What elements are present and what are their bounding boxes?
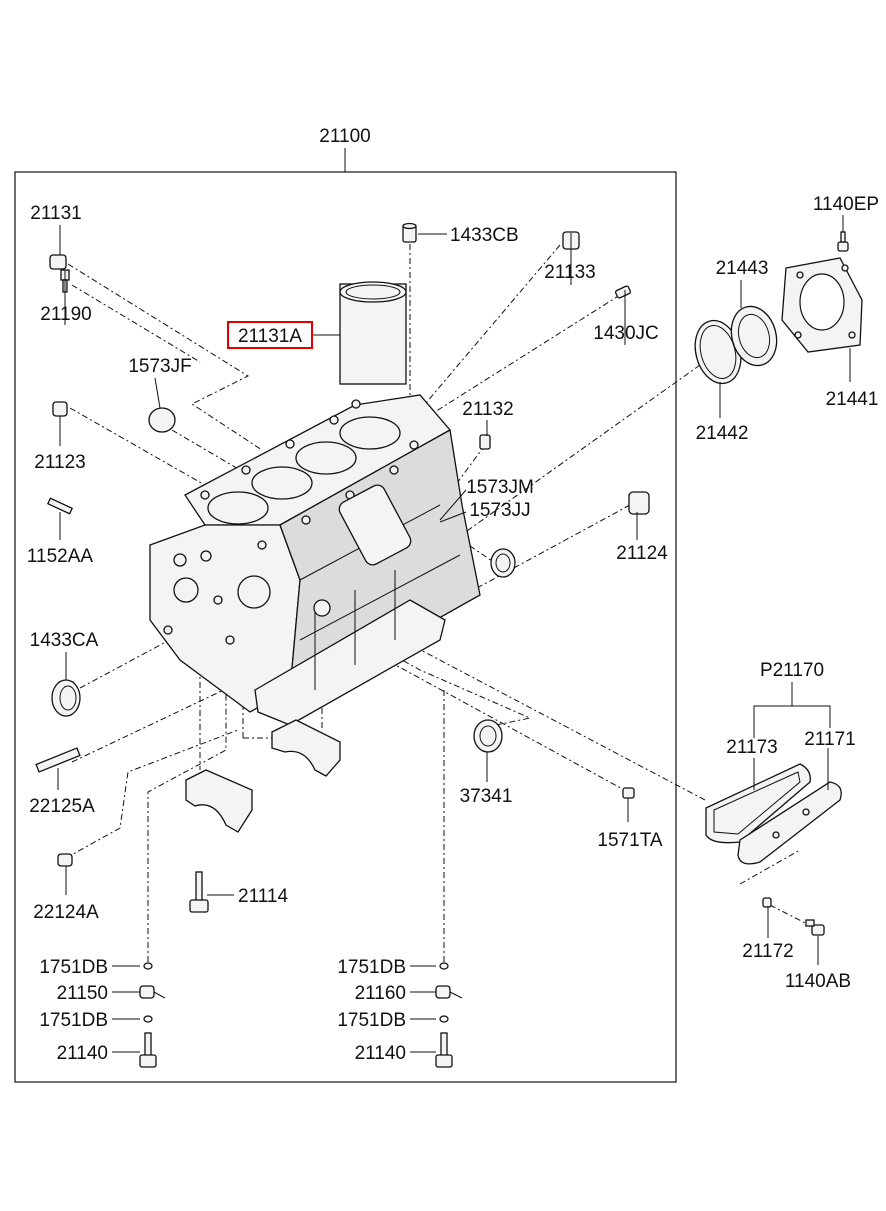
label-21133[interactable]: 21133 [544, 262, 595, 283]
gasket-21173-part [705, 763, 811, 844]
label-P21170[interactable]: P21170 [760, 660, 824, 681]
part-labels: 21131 21190 21123 1152AA 1433CA 22125A 2… [27, 194, 879, 1064]
bearing-cap-upper [271, 719, 341, 777]
label-1140AB[interactable]: 1140AB [785, 971, 851, 992]
cover-21171-part [737, 781, 842, 865]
assembly-label: 21100 [319, 126, 370, 147]
seal-1433CA-part [51, 679, 81, 717]
bolt-21140-right-part [435, 1032, 453, 1068]
label-21140-left[interactable]: 21140 [57, 1043, 108, 1064]
label-21123[interactable]: 21123 [34, 452, 85, 473]
plug-21123-part [52, 401, 68, 417]
washer-1751DB-left-2 [143, 1015, 153, 1023]
plug-22124A-part [57, 853, 73, 867]
cylinder-bore-4 [339, 416, 401, 450]
label-1433CB[interactable]: 1433CB [450, 225, 519, 246]
label-21190[interactable]: 21190 [40, 304, 91, 325]
bolt-1140EP-part [837, 231, 849, 252]
label-21443[interactable]: 21443 [716, 258, 769, 279]
bolt-21114-part [189, 871, 209, 913]
pin-1571TA-part [622, 787, 635, 799]
label-22124A[interactable]: 22124A [33, 902, 99, 923]
washer-1751DB-right-1 [439, 962, 449, 970]
bolt-21131-part [49, 254, 67, 270]
nozzle-part [479, 434, 491, 450]
label-22125A[interactable]: 22125A [29, 796, 95, 817]
label-1573JF[interactable]: 1573JF [128, 356, 191, 377]
nozzle-21150-part [139, 985, 166, 999]
ring-1573JJ-part [490, 548, 516, 578]
cylinder-block [149, 394, 481, 726]
label-21171[interactable]: 21171 [804, 729, 855, 750]
bearing-cap-lower [185, 769, 253, 833]
label-21172[interactable]: 21172 [742, 941, 793, 962]
cylinder-bore-3 [295, 441, 357, 475]
washer-1751DB-right-2 [439, 1015, 449, 1023]
label-1751DB-left-1[interactable]: 1751DB [39, 957, 108, 978]
label-21132[interactable]: 21132 [462, 399, 513, 420]
plug-1573JF-part [148, 407, 176, 433]
stud-22125A-part [35, 747, 81, 773]
pin-part [614, 285, 632, 299]
nozzle-21160-part [435, 985, 463, 999]
label-1751DB-left-2[interactable]: 1751DB [39, 1010, 108, 1031]
pin-21172-part [762, 897, 772, 908]
bolt-1140AB-part [805, 919, 825, 936]
label-1573JM[interactable]: 1573JM [466, 477, 534, 498]
label-21124[interactable]: 21124 [616, 543, 668, 564]
label-1433CA[interactable]: 1433CA [30, 630, 99, 651]
sleeve-21124-part [628, 491, 650, 515]
label-1140EP[interactable]: 1140EP [813, 194, 879, 215]
stud-1152AA-part [46, 497, 74, 515]
highlighted-part-label[interactable]: 21131A [227, 321, 340, 349]
label-1751DB-right-2[interactable]: 1751DB [337, 1010, 406, 1031]
label-21131A: 21131A [238, 326, 302, 347]
label-37341[interactable]: 37341 [460, 786, 513, 807]
cylinder-liner-part [339, 281, 407, 385]
label-1571TA[interactable]: 1571TA [597, 830, 662, 851]
seal-case-21441-part [781, 257, 863, 353]
label-leaders [57, 215, 851, 1053]
seal-21443-part [730, 305, 778, 367]
bolt-21140-left-part [139, 1032, 157, 1068]
label-1573JJ[interactable]: 1573JJ [469, 500, 530, 521]
label-1751DB-right-1[interactable]: 1751DB [337, 957, 406, 978]
assembly-frame: 21100 [14, 126, 677, 1083]
label-1152AA[interactable]: 1152AA [27, 546, 94, 567]
label-21114[interactable]: 21114 [238, 886, 288, 907]
label-21131[interactable]: 21131 [30, 203, 81, 224]
label-21441[interactable]: 21441 [826, 389, 879, 410]
seal-37341-part [473, 719, 503, 753]
label-21173[interactable]: 21173 [726, 737, 777, 758]
label-21160[interactable]: 21160 [355, 983, 406, 1004]
cylinder-bore-2 [251, 466, 313, 500]
label-1430JC[interactable]: 1430JC [593, 323, 659, 344]
label-21140-right[interactable]: 21140 [355, 1043, 406, 1064]
label-21442[interactable]: 21442 [696, 423, 749, 444]
label-21150[interactable]: 21150 [57, 983, 108, 1004]
cylinder-bore-1 [207, 491, 269, 525]
dowel-pin-part [402, 222, 417, 243]
washer-1751DB-left-1 [143, 962, 153, 970]
